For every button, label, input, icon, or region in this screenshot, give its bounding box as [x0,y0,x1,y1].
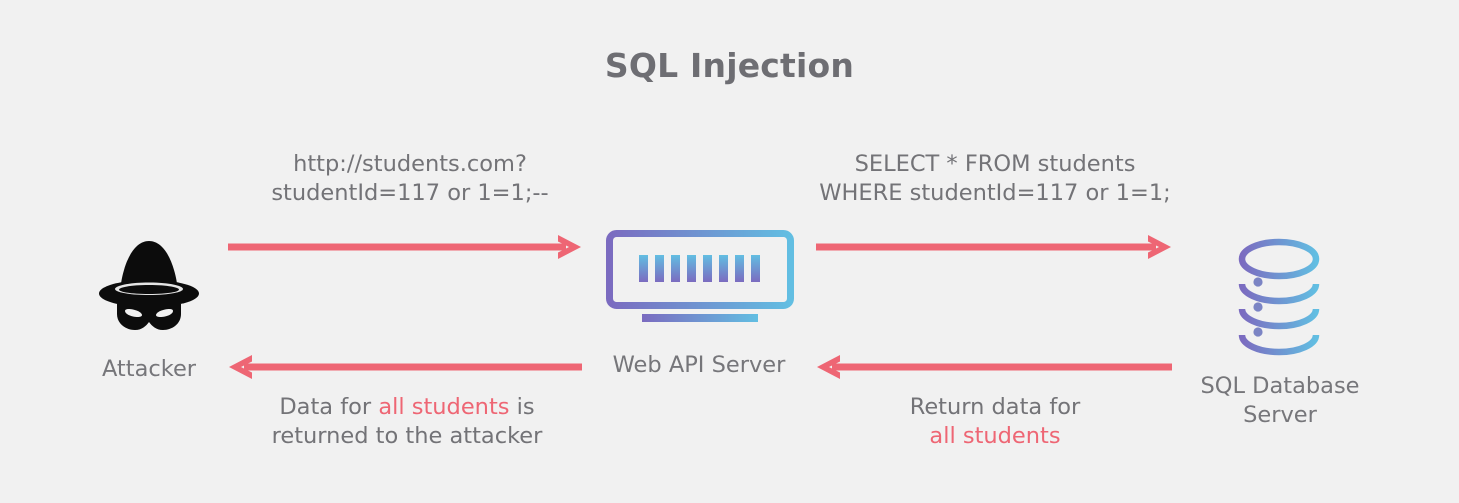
page-title: SQL Injection [604,46,855,85]
node-label-attacker: Attacker [101,356,197,382]
request-arrow [228,234,582,260]
db-return-message-label: Return data for all students [830,393,1160,451]
response-arrow [228,354,582,380]
response-prefix: Data for [279,394,379,420]
query-message-label: SELECT * FROM students WHERE studentId=1… [819,151,1171,206]
spy-hat-mask-icon [95,236,203,332]
response-message-label: Data for all students is returned to the… [222,393,592,451]
query-arrow [816,234,1172,260]
response-suffix: is returned to the attacker [271,394,543,449]
node-label-database: SQL Database Server [1200,373,1360,428]
server-monitor-icon [606,230,794,326]
db-return-prefix: Return data for [909,394,1081,420]
node-label-server: Web API Server [612,352,786,378]
database-cylinder-icon [1228,238,1330,356]
db-return-highlight: all students [929,423,1061,449]
request-message-label: http://students.com? studentId=117 or 1=… [271,151,549,206]
response-highlight: all students [378,394,510,420]
db-return-arrow [816,354,1172,380]
